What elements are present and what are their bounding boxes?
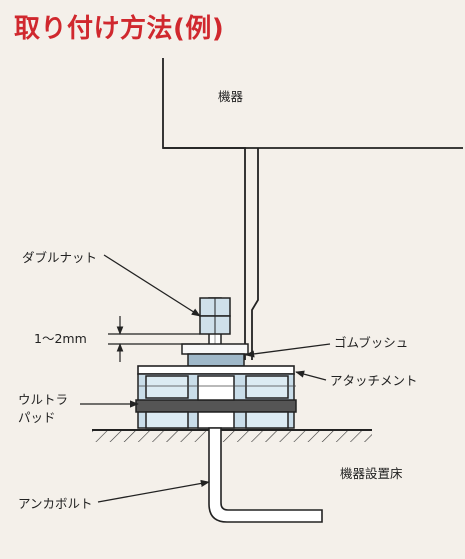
rubber-bush: [181, 343, 249, 367]
equipment-frame: [162, 58, 463, 360]
floor: [92, 429, 372, 442]
attachment-plate: [137, 365, 295, 375]
label-attachment: アタッチメント: [330, 373, 418, 388]
label-floor: 機器設置床: [340, 466, 403, 481]
gap-dimension: [108, 316, 200, 362]
label-anchor-bolt: アンカボルト: [18, 496, 93, 511]
label-device: 機器: [218, 89, 244, 104]
page-title: 取り付け方法(例): [14, 14, 225, 44]
leader-double-nut: [103, 254, 201, 317]
leader-anchor-bolt: [97, 479, 210, 503]
label-ultra-pad-2: パッド: [18, 410, 56, 425]
leader-lines: [80, 254, 331, 503]
leader-attachment: [295, 370, 327, 381]
anchor-bolt: [208, 427, 323, 523]
double-nut: [199, 297, 231, 335]
leader-rubber-bush: [245, 343, 331, 358]
label-ultra-pad-1: ウルトラ: [18, 392, 68, 407]
label-gap: 1～2mm: [34, 331, 87, 346]
label-rubber-bush: ゴムブッシュ: [334, 335, 408, 350]
ultra-pad: [135, 373, 297, 429]
label-double-nut: ダブルナット: [22, 250, 97, 265]
